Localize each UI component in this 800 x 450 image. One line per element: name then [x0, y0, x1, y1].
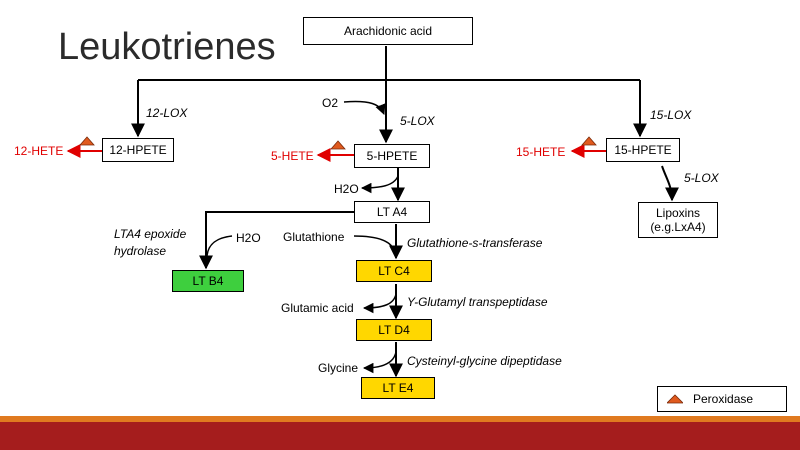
enzyme-glutamyl-transpeptidase: Y-Glutamyl transpeptidase	[407, 295, 548, 309]
product-12-hete: 12-HETE	[14, 144, 64, 158]
enzyme-5-lox-lipoxins: 5-LOX	[684, 171, 719, 185]
node-lt-d4: LT D4	[356, 319, 432, 341]
legend-label: Peroxidase	[693, 392, 754, 406]
peroxidase-icon-12	[79, 136, 95, 146]
node-arachidonic-acid: Arachidonic acid	[303, 17, 473, 45]
glutamic-curve	[362, 293, 397, 314]
product-15-hete: 15-HETE	[516, 145, 566, 159]
h2o-add-curve	[206, 235, 233, 257]
peroxidase-icon-15	[581, 136, 597, 146]
reactant-h2o-release: H2O	[334, 182, 359, 196]
node-lt-a4: LT A4	[354, 201, 430, 223]
arrow-15hpete-to-lipoxins	[661, 165, 679, 202]
node-lt-c4: LT C4	[356, 260, 432, 282]
reactant-glycine: Glycine	[318, 361, 359, 375]
product-5-hete: 5-HETE	[271, 149, 314, 163]
reactant-h2o-add: H2O	[236, 231, 261, 245]
enzyme-12-lox: 12-LOX	[146, 106, 188, 120]
reactant-glutathione: Glutathione	[283, 230, 345, 244]
node-5-hpete: 5-HPETE	[354, 144, 430, 168]
h2o-release-curve	[360, 175, 399, 194]
arrow-lta4-to-ltb4	[199, 211, 354, 270]
node-lt-e4: LT E4	[361, 377, 435, 399]
enzyme-5-lox: 5-LOX	[400, 114, 435, 128]
glutathione-curve	[353, 235, 395, 251]
enzyme-glutathione-s-transferase: Glutathione-s-transferase	[407, 236, 543, 250]
orange-triangle-icon	[667, 394, 683, 404]
node-lipoxins: Lipoxins (e.g.LxA4)	[638, 202, 718, 238]
reactant-glutamic-acid: Glutamic acid	[281, 301, 354, 315]
enzyme-cysteinyl-glycine-dipeptidase: Cysteinyl-glycine dipeptidase	[407, 354, 562, 368]
legend-peroxidase: Peroxidase	[657, 386, 787, 412]
peroxidase-icon-5	[330, 140, 346, 150]
enzyme-lta4-hydrolase: LTA4 epoxide hydrolase	[114, 227, 187, 258]
reactant-o2: O2	[322, 96, 339, 110]
o2-curve	[343, 100, 386, 115]
glycine-curve	[362, 351, 397, 374]
node-15-hpete: 15-HPETE	[606, 138, 680, 162]
page-title: Leukotrienes	[58, 26, 276, 68]
node-lt-b4: LT B4	[172, 270, 244, 292]
slide-footer-bar	[0, 416, 800, 450]
enzyme-15-lox: 15-LOX	[650, 108, 692, 122]
node-12-hpete: 12-HPETE	[102, 138, 174, 162]
